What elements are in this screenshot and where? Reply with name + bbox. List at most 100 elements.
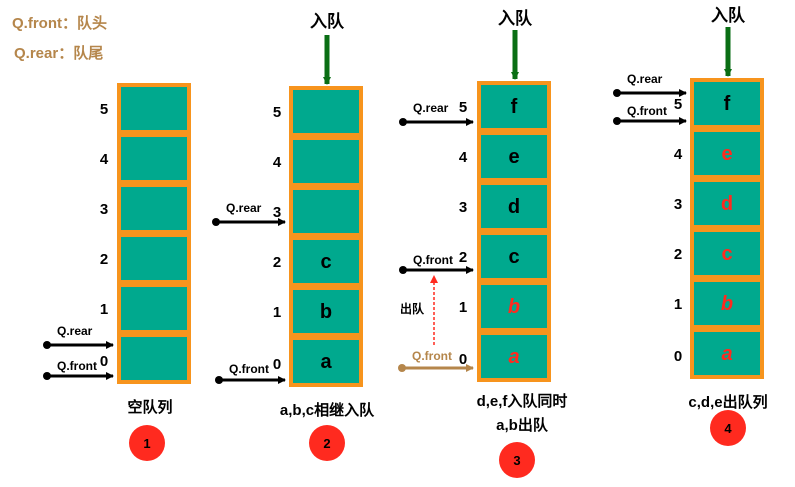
- step-badge: [129, 425, 165, 461]
- pointer-label: Q.rear: [57, 324, 93, 338]
- stack-caption: a,b,c相继入队: [280, 401, 375, 419]
- queue-cell: [694, 182, 760, 225]
- queue-cell: [293, 90, 359, 133]
- queue-cell: [694, 332, 760, 375]
- cell-index: 1: [459, 299, 467, 316]
- queue-stack-3: a0b1c2d3e4f5入队Q.rearQ.frontQ.front出队d,e,…: [398, 8, 567, 478]
- cell-value: b: [508, 296, 520, 318]
- queue-cell: [121, 137, 187, 180]
- queue-cell: [121, 287, 187, 330]
- rear-pointer: Q.rear: [613, 72, 687, 97]
- cell-index: 5: [674, 96, 682, 113]
- queue-frame: [289, 86, 363, 387]
- pointer-label: Q.front: [229, 362, 269, 376]
- front-pointer: Q.front: [613, 104, 687, 125]
- cell-value: b: [320, 301, 332, 323]
- cell-index: 4: [100, 151, 109, 168]
- rear-pointer: Q.rear: [43, 324, 114, 349]
- enqueue-label: 入队: [310, 11, 345, 31]
- cell-value: e: [508, 146, 519, 168]
- pointer-label: Q.front: [627, 104, 667, 118]
- cell-index: 1: [100, 301, 108, 318]
- step-number: 3: [513, 453, 520, 468]
- cell-index: 0: [674, 348, 682, 365]
- cell-value: a: [508, 346, 519, 368]
- dequeue-label: 出队: [400, 301, 425, 316]
- queue-cell: [481, 285, 547, 328]
- step-number: 1: [143, 436, 150, 451]
- cell-value: b: [721, 293, 733, 315]
- cell-index: 2: [459, 249, 467, 266]
- queue-cell: [481, 335, 547, 378]
- queue-cell: [481, 235, 547, 278]
- cell-index: 5: [273, 104, 281, 121]
- queue-cell: [121, 237, 187, 280]
- stack-caption: a,b出队: [496, 416, 549, 434]
- queue-cell: [481, 185, 547, 228]
- cell-value: f: [724, 93, 731, 115]
- stack-caption: 空队列: [127, 398, 172, 416]
- pointer-label: Q.front: [57, 359, 97, 373]
- queue-cell: [121, 337, 187, 380]
- pointer-label: Q.rear: [413, 101, 449, 115]
- queue-frame: [117, 83, 191, 384]
- cell-index: 4: [674, 146, 683, 163]
- pointer-label: Q.front: [413, 253, 453, 267]
- cell-value: f: [511, 96, 518, 118]
- queue-cell: [293, 140, 359, 183]
- cell-index: 3: [273, 204, 281, 221]
- front-pointer: Q.front: [43, 359, 114, 380]
- pointer-label: Q.rear: [627, 72, 663, 86]
- queue-cell: [694, 132, 760, 175]
- cell-value: a: [320, 351, 332, 373]
- front-pointer: Q.front: [399, 253, 474, 274]
- queue-cell: [481, 135, 547, 178]
- stack-caption: c,d,e出队列: [688, 393, 767, 411]
- cell-value: e: [721, 143, 732, 165]
- queue-cell: [121, 87, 187, 130]
- front-pointer: Q.front: [215, 362, 286, 384]
- step-badge: [499, 442, 535, 478]
- queue-cell: [293, 240, 359, 283]
- queue-cell: [121, 187, 187, 230]
- rear-pointer: Q.rear: [212, 201, 286, 226]
- cell-index: 3: [100, 201, 108, 218]
- cell-index: 4: [459, 149, 468, 166]
- queue-frame: [690, 78, 764, 379]
- enqueue-label: 入队: [711, 5, 746, 25]
- queue-cell: [293, 190, 359, 233]
- step-badge: [710, 410, 746, 446]
- cell-index: 2: [674, 246, 682, 263]
- cell-index: 1: [674, 296, 682, 313]
- cell-index: 3: [674, 196, 682, 213]
- cell-value: d: [721, 193, 733, 215]
- cell-index: 2: [273, 254, 281, 271]
- cell-value: c: [721, 243, 732, 265]
- queue-cell: [293, 340, 359, 383]
- pointer-label: Q.rear: [226, 201, 262, 215]
- old-front-pointer: Q.front: [398, 349, 474, 372]
- cell-value: d: [508, 196, 520, 218]
- legend-front: Q.front：队头: [12, 14, 107, 32]
- cell-index: 0: [459, 351, 467, 368]
- queue-cell: [694, 282, 760, 325]
- queue-cell: [694, 82, 760, 125]
- step-badge: [309, 425, 345, 461]
- cell-index: 5: [459, 99, 467, 116]
- cell-index: 0: [273, 356, 281, 373]
- cell-index: 5: [100, 101, 108, 118]
- cell-index: 1: [273, 304, 281, 321]
- queue-cell: [293, 290, 359, 333]
- cell-index: 4: [273, 154, 282, 171]
- step-number: 4: [724, 421, 732, 436]
- pointer-label: Q.front: [412, 349, 452, 363]
- cell-index: 2: [100, 251, 108, 268]
- queue-frame: [477, 81, 551, 382]
- cell-index: 0: [100, 353, 108, 370]
- queue-cell: [481, 85, 547, 128]
- queue-cell: [694, 232, 760, 275]
